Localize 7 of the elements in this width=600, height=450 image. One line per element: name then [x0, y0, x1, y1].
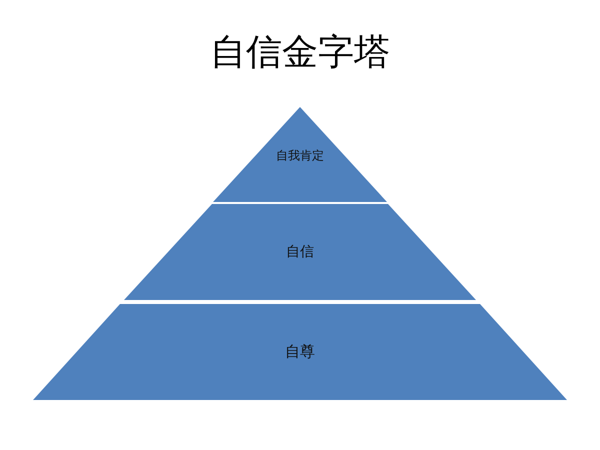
tier-label: 自信 — [286, 243, 314, 261]
pyramid-tier — [33, 304, 567, 400]
tier-label: 自尊 — [285, 342, 315, 362]
pyramid-tier — [124, 204, 476, 300]
tier-label: 自我肯定 — [276, 148, 324, 165]
pyramid-tier — [213, 107, 387, 202]
title: 自信金字塔 — [209, 31, 391, 75]
